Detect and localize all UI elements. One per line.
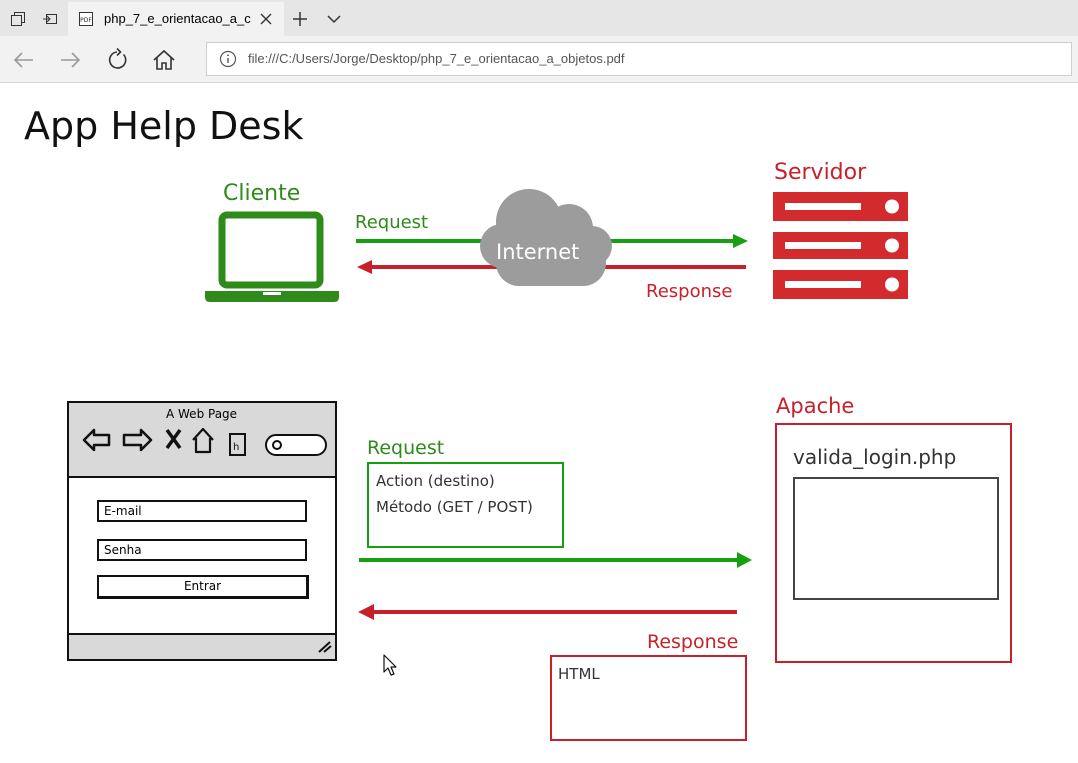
svg-text:PDF: PDF	[80, 17, 92, 24]
client-label: Cliente	[223, 181, 301, 206]
tab-active[interactable]: PDF php_7_e_orientacao_a_c	[68, 2, 284, 36]
bottom-request-arrowhead	[737, 552, 752, 568]
mock-search-field	[265, 434, 327, 456]
mock-toolbar-icons: h	[82, 427, 327, 456]
laptop-icon	[205, 211, 339, 302]
script-name: valida_login.php	[793, 445, 957, 469]
chevron-down-icon[interactable]	[322, 7, 346, 31]
request-details-box: Action (destino) Método (GET / POST)	[367, 462, 564, 548]
script-content-box	[793, 477, 999, 600]
resize-grip-icon	[318, 641, 332, 653]
home-icon[interactable]	[150, 46, 178, 74]
bottom-response-arrowhead	[358, 604, 374, 620]
server-icon	[773, 192, 908, 299]
mock-home-icon	[192, 427, 214, 454]
tab-title: php_7_e_orientacao_a_c	[104, 11, 251, 26]
info-icon[interactable]	[219, 50, 237, 68]
bottom-arrows	[358, 552, 752, 620]
response-content-box: HTML	[550, 655, 747, 741]
mock-forward-icon	[122, 428, 153, 452]
address-text: file:///C:/Users/Jorge/Desktop/php_7_e_o…	[248, 51, 625, 66]
mock-submit-button: Entrar	[97, 575, 309, 599]
top-response-label: Response	[646, 281, 733, 302]
request-action-text: Action (destino)	[376, 472, 495, 490]
response-content-text: HTML	[558, 665, 600, 683]
mock-password-field: Senha	[97, 539, 307, 561]
set-tabs-aside-icon[interactable]	[40, 9, 60, 29]
bottom-request-label: Request	[367, 437, 445, 459]
mock-web-page: A Web Page h E-mail Senha Entrar	[67, 401, 337, 661]
mock-email-field: E-mail	[97, 500, 307, 522]
mock-status-bar	[69, 633, 335, 659]
slide-title: App Help Desk	[24, 104, 304, 148]
forward-arrow-icon[interactable]	[56, 46, 84, 74]
refresh-icon[interactable]	[103, 46, 131, 74]
apache-label: Apache	[776, 394, 855, 418]
request-arrowhead	[733, 234, 748, 248]
pdf-icon: PDF	[78, 11, 94, 27]
close-tab-icon[interactable]	[256, 9, 276, 29]
server-label: Servidor	[774, 160, 867, 185]
mock-bookmark-icon	[229, 433, 246, 456]
mock-search-icon	[272, 440, 282, 450]
cloud-label: Internet	[496, 240, 580, 264]
apache-server-box: valida_login.php	[775, 423, 1012, 663]
mouse-cursor-icon	[383, 654, 397, 676]
tab-actions-icon[interactable]	[8, 9, 28, 29]
cloud-icon	[480, 189, 612, 286]
mock-back-icon	[82, 428, 111, 452]
address-bar[interactable]: file:///C:/Users/Jorge/Desktop/php_7_e_o…	[206, 42, 1072, 76]
svg-text:h: h	[233, 442, 239, 453]
tab-bar: PDF php_7_e_orientacao_a_c	[0, 0, 1078, 36]
back-arrow-icon[interactable]	[10, 46, 38, 74]
mock-stop-icon	[165, 428, 182, 450]
top-request-label: Request	[355, 212, 429, 233]
new-tab-icon[interactable]	[288, 7, 312, 31]
mock-page-title: A Web Page	[166, 407, 238, 421]
browser-chrome: PDF php_7_e_orientacao_a_c file:///C:/Us…	[0, 0, 1078, 83]
response-arrowhead	[357, 260, 372, 274]
mock-browser-toolbar: A Web Page h	[69, 403, 335, 478]
request-method-text: Método (GET / POST)	[376, 498, 533, 516]
bottom-response-label: Response	[647, 631, 739, 653]
